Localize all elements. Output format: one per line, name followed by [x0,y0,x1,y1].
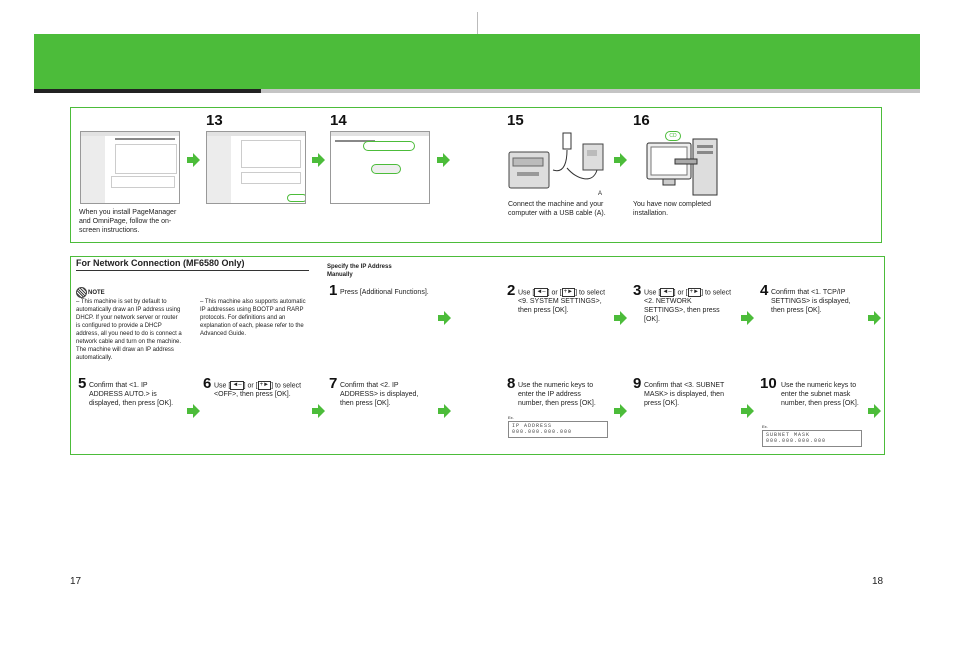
lcd10-line2: 000.000.000.000 [766,438,827,444]
arrow-right-icon [312,153,325,167]
step16-caption: You have now completed installation. [633,201,711,217]
net-step7-text: Confirm that <2. IP ADDRESS> is displaye… [340,382,419,407]
arrow-right-icon [438,311,451,325]
lcd10-line1: SUBNET MASK [766,432,811,438]
usb-cable-label: A [598,191,603,197]
lcd8-line1: IP ADDRESS [512,423,553,429]
arrow-right-icon [614,153,627,167]
arrow-right-icon [741,311,754,325]
header-divider [477,12,478,34]
net-step1-number: 1 [329,282,338,299]
network-panel [70,256,885,455]
header-band-dark [34,89,261,93]
net-step6-number: 6 [203,375,212,392]
net-step8-number: 8 [507,375,516,392]
installation-panel [70,107,882,243]
installer-screenshot-13 [80,131,180,204]
page-number-left: 17 [70,576,82,587]
note-text-2: – This machine also supports automatic I… [200,299,306,337]
net-step2-number: 2 [507,282,516,299]
arrow-right-icon [614,404,627,418]
installer-screenshot-14b [330,131,430,204]
net-step8-text: Use the numeric keys to enter the IP add… [518,382,596,407]
arrow-right-icon [741,404,754,418]
step14-number: 14 [330,112,347,129]
subnet-mask-display: SUBNET MASK 000.000.000.000 [762,430,862,447]
left-key-icon: ◄– [230,381,244,390]
net-step3-number: 3 [633,282,642,299]
heading-rule [76,270,309,271]
note-label: NOTE [88,290,105,296]
computer-illustration [646,138,718,196]
step15-caption: Connect the machine and your computer wi… [508,201,606,217]
net-step4-number: 4 [760,282,769,299]
lcd8-line2: 000.000.000.000 [512,429,573,435]
header-band-grey [261,89,920,93]
arrow-right-icon [312,404,325,418]
net-step10-text: Use the numeric keys to enter the subnet… [781,382,859,407]
net-step6-text: Use [◄–] or [+►] to select <OFF>, then p… [214,381,302,399]
printer-usb-illustration [508,132,604,189]
step16-number: 16 [633,112,650,129]
step15-number: 15 [507,112,524,129]
net-step5-number: 5 [78,375,87,392]
specify-title: Specify the IP Address Manually [327,264,392,278]
right-key-icon: +► [687,288,702,297]
arrow-right-icon [614,311,627,325]
network-heading: For Network Connection (MF6580 Only) [76,258,245,268]
installer-screenshot-14a [206,131,306,204]
net-step7-number: 7 [329,375,338,392]
arrow-right-icon [868,404,881,418]
arrow-right-icon [868,311,881,325]
note-icon [76,287,87,298]
step13-number: 13 [206,112,223,129]
net-step9-number: 9 [633,375,642,392]
lcd10-example-label: Ex. [762,424,768,429]
arrow-right-icon [438,404,451,418]
note-text-1: – This machine is set by default to auto… [76,299,182,361]
net-step9-text: Confirm that <3. SUBNET MASK> is display… [644,382,725,407]
net-step5-text: Confirm that <1. IP ADDRESS AUTO.> is di… [89,382,174,407]
right-key-icon: +► [257,381,272,390]
lcd8-example-label: Ex. [508,415,514,420]
cd-badge: CD [665,131,681,141]
left-key-icon: ◄– [534,288,548,297]
arrow-right-icon [187,153,200,167]
right-key-icon: +► [561,288,576,297]
net-step1-text: Press [Additional Functions]. [340,289,429,296]
net-step3-text: Use [◄–] or [+►] to select <2. NETWORK S… [644,288,732,324]
net-step4-text: Confirm that <1. TCP/IP SETTINGS> is dis… [771,289,851,314]
net-step10-number: 10 [760,375,777,392]
header-banner [34,34,920,89]
left-key-icon: ◄– [660,288,674,297]
step13-caption: When you install PageManager and OmniPag… [79,209,177,234]
arrow-right-icon [437,153,450,167]
page-number-right: 18 [872,576,884,587]
ip-address-display: IP ADDRESS 000.000.000.000 [508,421,608,438]
arrow-right-icon [187,404,200,418]
net-step2-text: Use [◄–] or [+►] to select <9. SYSTEM SE… [518,288,606,315]
